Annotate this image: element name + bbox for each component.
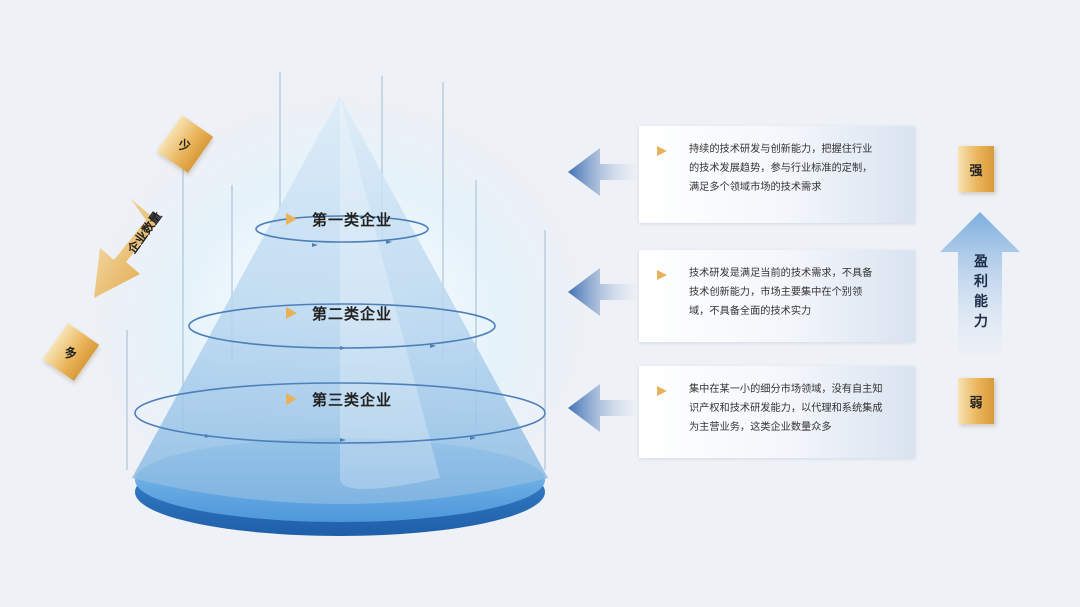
flag-icon bbox=[657, 386, 667, 396]
tier-label-3: 第三类企业 bbox=[312, 391, 393, 409]
tier-flag-icon bbox=[286, 307, 297, 319]
left-arrow-icon-1 bbox=[568, 148, 640, 196]
tier-label-2: 第二类企业 bbox=[312, 305, 393, 323]
tier-flag-icon bbox=[286, 393, 297, 405]
description-box-3: 集中在某一小的细分市场领域，没有自主知 识产权和技术研发能力，以代理和系统集成 … bbox=[639, 366, 915, 458]
right-axis-label: 盈 利 能 力 bbox=[974, 254, 988, 330]
flag-icon bbox=[657, 270, 667, 280]
description-line: 满足多个领域市场的技术需求 bbox=[689, 182, 822, 193]
left-arrow-icon-2 bbox=[568, 268, 640, 316]
description-line: 技术研发是满足当前的技术需求，不具备 bbox=[689, 268, 873, 279]
description-line: 集中在某一小的细分市场领域，没有自主知 bbox=[689, 384, 883, 395]
down-arrow-icon bbox=[94, 198, 158, 298]
description-box-2: 技术研发是满足当前的技术需求，不具备 技术创新能力，市场主要集中在个别领 域，不… bbox=[639, 250, 915, 342]
description-line: 识产权和技术研发能力，以代理和系统集成 bbox=[689, 403, 883, 414]
flag-icon bbox=[657, 146, 667, 156]
description-line: 域，不具备全面的技术实力 bbox=[689, 306, 812, 317]
tier-label-1: 第一类企业 bbox=[312, 211, 393, 229]
tier-flag-icon bbox=[286, 213, 297, 225]
left-arrow-icon-3 bbox=[568, 384, 640, 432]
up-arrow-icon bbox=[940, 212, 1020, 358]
arrow-icons bbox=[568, 148, 640, 432]
description-line: 持续的技术研发与创新能力，把握住行业 bbox=[689, 144, 873, 155]
description-line: 的技术发展趋势，参与行业标准的定制， bbox=[689, 163, 873, 174]
description-line: 为主营业务，这类企业数量众多 bbox=[689, 422, 832, 433]
description-box-1: 持续的技术研发与创新能力，把握住行业 的技术发展趋势，参与行业标准的定制， 满足… bbox=[639, 126, 915, 223]
cone-body bbox=[132, 96, 548, 504]
weak-tag: 弱 bbox=[958, 378, 994, 424]
strong-tag: 强 bbox=[958, 146, 994, 192]
description-line: 技术创新能力，市场主要集中在个别领 bbox=[689, 287, 863, 298]
